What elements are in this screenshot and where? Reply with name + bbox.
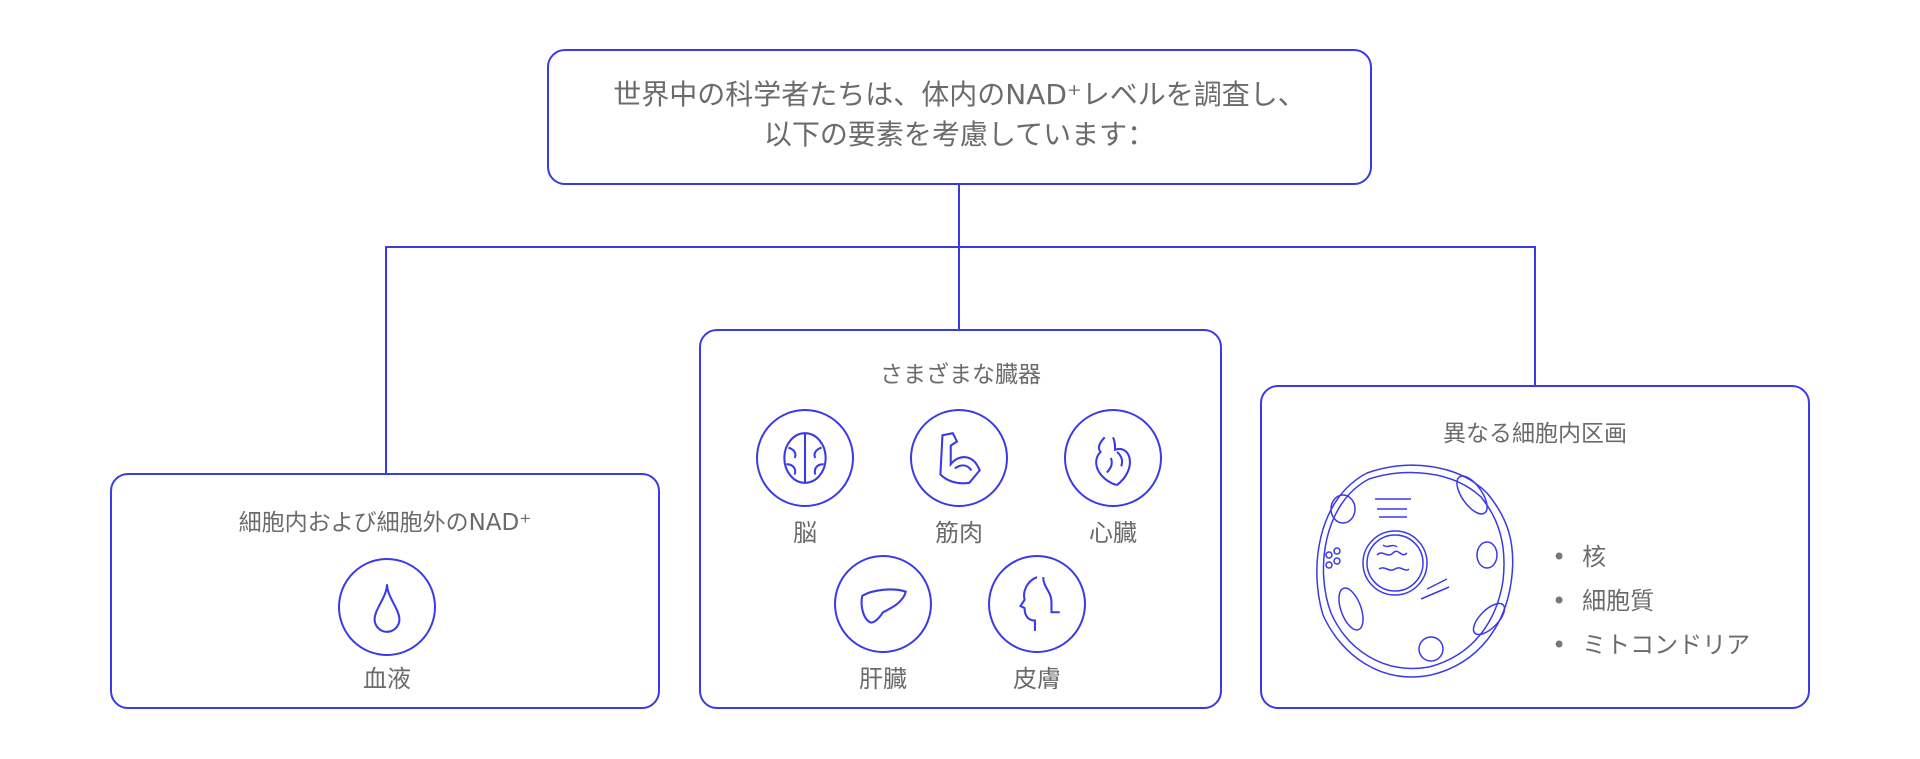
label-muscle: 筋肉: [935, 519, 983, 547]
label-skin: 皮膚: [1013, 665, 1061, 693]
muscle-icon: [910, 409, 1008, 507]
connector-horizontal: [385, 246, 1536, 248]
label-blood: 血液: [363, 665, 411, 693]
label-liver: 肝臓: [859, 665, 907, 693]
liver-icon: [834, 555, 932, 653]
extracellular-node: 細胞内および細胞外のNAD⁺ 血液: [110, 473, 660, 709]
cell-icon: [1316, 464, 1514, 678]
heart-icon: [1064, 409, 1162, 507]
root-text-line1: 世界中の科学者たちは、体内のNAD⁺レベルを調査し、: [613, 78, 1306, 111]
connector-left: [385, 246, 387, 474]
node-title: さまざまな臓器: [880, 362, 1041, 388]
skin-face-icon: [988, 555, 1086, 653]
bullet-mitochondria: ミトコンドリア: [1552, 623, 1750, 667]
node-title: 異なる細胞内区画: [1443, 421, 1627, 447]
connector-root: [958, 184, 960, 329]
compartment-list: 核 細胞質 ミトコンドリア: [1552, 535, 1750, 667]
node-title: 細胞内および細胞外のNAD⁺: [238, 510, 532, 536]
cell-compartments-node: 異なる細胞内区画 核 細胞質 ミトコンドリア: [1260, 385, 1810, 709]
bullet-nucleus: 核: [1552, 535, 1750, 579]
root-node: 世界中の科学者たちは、体内のNAD⁺レベルを調査し、 以下の要素を考慮しています…: [547, 49, 1372, 185]
root-text-line2: 以下の要素を考慮しています：: [763, 118, 1156, 151]
label-brain: 脳: [793, 519, 817, 547]
organs-node: さまざまな臓器 脳 筋肉 心臓 肝臓 皮膚: [699, 329, 1222, 709]
brain-icon: [756, 409, 854, 507]
bullet-cytoplasm: 細胞質: [1552, 579, 1750, 623]
label-heart: 心臓: [1089, 519, 1137, 547]
blood-drop-icon: [338, 558, 436, 656]
connector-right: [1534, 246, 1536, 386]
